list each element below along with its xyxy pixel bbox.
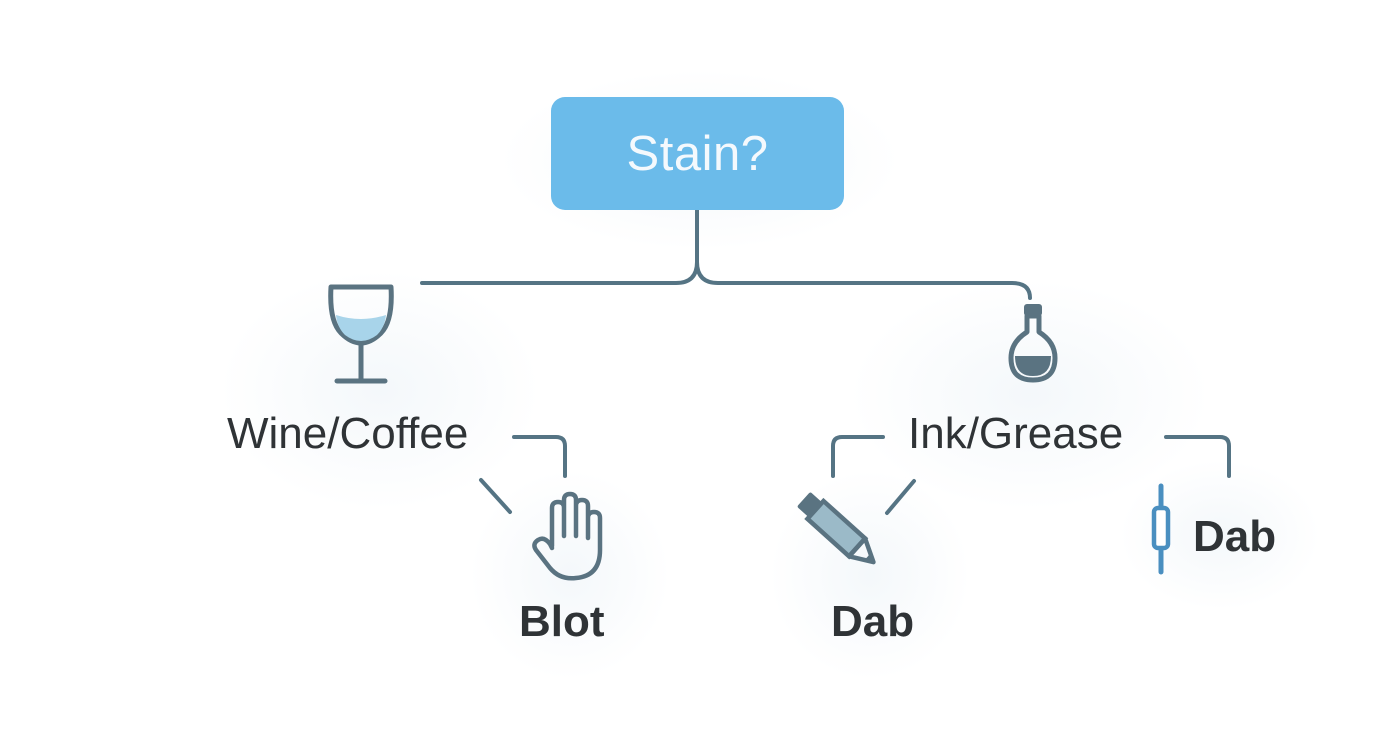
wine-to-blot-diagonal [479,478,512,514]
action-label-dab-pen: Dab [831,597,915,646]
hand-icon [532,491,603,581]
action-label-dab-swab: Dab [1193,512,1277,561]
branch-label-ink-grease: Ink/Grease [908,409,1124,458]
root-node-label: Stain? [626,126,769,181]
swab-icon [1151,483,1171,575]
ink-to-dab-connector [831,435,885,478]
pen-icon [797,492,876,565]
root-stem-connector [420,208,699,285]
right-branch-connector [695,260,1032,300]
branch-label-wine-coffee: Wine/Coffee [227,409,469,458]
ink-to-swab-connector [1164,435,1231,478]
root-node-stain: Stain? [551,97,844,210]
ink-to-dab-diagonal [885,479,916,515]
wine-glass-icon [328,284,394,384]
action-label-blot: Blot [519,597,605,646]
flask-icon [1008,304,1058,383]
wine-to-blot-connector [512,435,567,478]
